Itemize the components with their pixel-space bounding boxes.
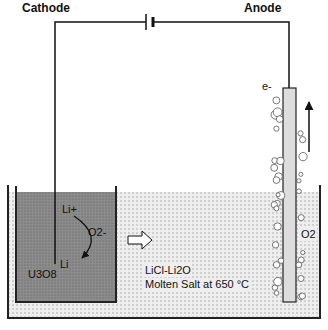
bubble — [274, 291, 279, 296]
bubble — [297, 189, 302, 194]
material-label: U3O8 — [28, 268, 57, 281]
bubble — [273, 177, 280, 184]
bubble — [274, 223, 281, 230]
bath-label: LiCl-Li2O — [144, 264, 192, 277]
bubble — [274, 278, 282, 286]
electrode-label: Anode — [244, 2, 281, 15]
bubble — [299, 172, 303, 176]
bubble — [276, 116, 283, 123]
bubble — [298, 276, 304, 282]
bubble — [276, 193, 280, 197]
electron-label: e- — [262, 80, 272, 93]
anode-wire — [153, 22, 289, 88]
gas-label: O2 — [300, 228, 317, 241]
cathode-wire — [55, 22, 146, 264]
transport-arrow — [128, 231, 152, 249]
basket-fill — [16, 192, 116, 302]
bubble — [271, 164, 278, 171]
bubble — [298, 131, 303, 136]
electrode-label: Cathode — [22, 2, 70, 15]
bubble — [274, 126, 279, 131]
ion-label: O2- — [88, 226, 106, 239]
bubble — [298, 215, 304, 221]
bubble — [277, 157, 284, 164]
bubble — [272, 285, 277, 290]
species-label: Li — [60, 258, 69, 271]
bath-label: Molten Salt at 650 °C — [144, 278, 250, 291]
bubble — [273, 262, 279, 268]
molten-salt-bath: LiCl-Li2OMolten Salt at 650 °C U3O8 — [8, 188, 320, 318]
bubble — [273, 97, 280, 104]
bubble — [277, 192, 285, 200]
battery-plate — [152, 17, 155, 27]
bubble — [296, 262, 302, 268]
bubble — [300, 137, 306, 143]
bubble — [273, 108, 282, 117]
battery-plate — [145, 14, 147, 30]
bubble — [274, 206, 279, 211]
bubble — [301, 250, 305, 254]
bubble — [299, 152, 307, 160]
oxygen-bubbles — [271, 97, 307, 300]
bubble — [299, 293, 305, 299]
ion-label: Li+ — [62, 203, 77, 216]
basket-wall — [16, 186, 116, 302]
electron-flow-arrow — [308, 102, 310, 152]
bubble — [297, 179, 301, 183]
bubble — [272, 242, 278, 248]
